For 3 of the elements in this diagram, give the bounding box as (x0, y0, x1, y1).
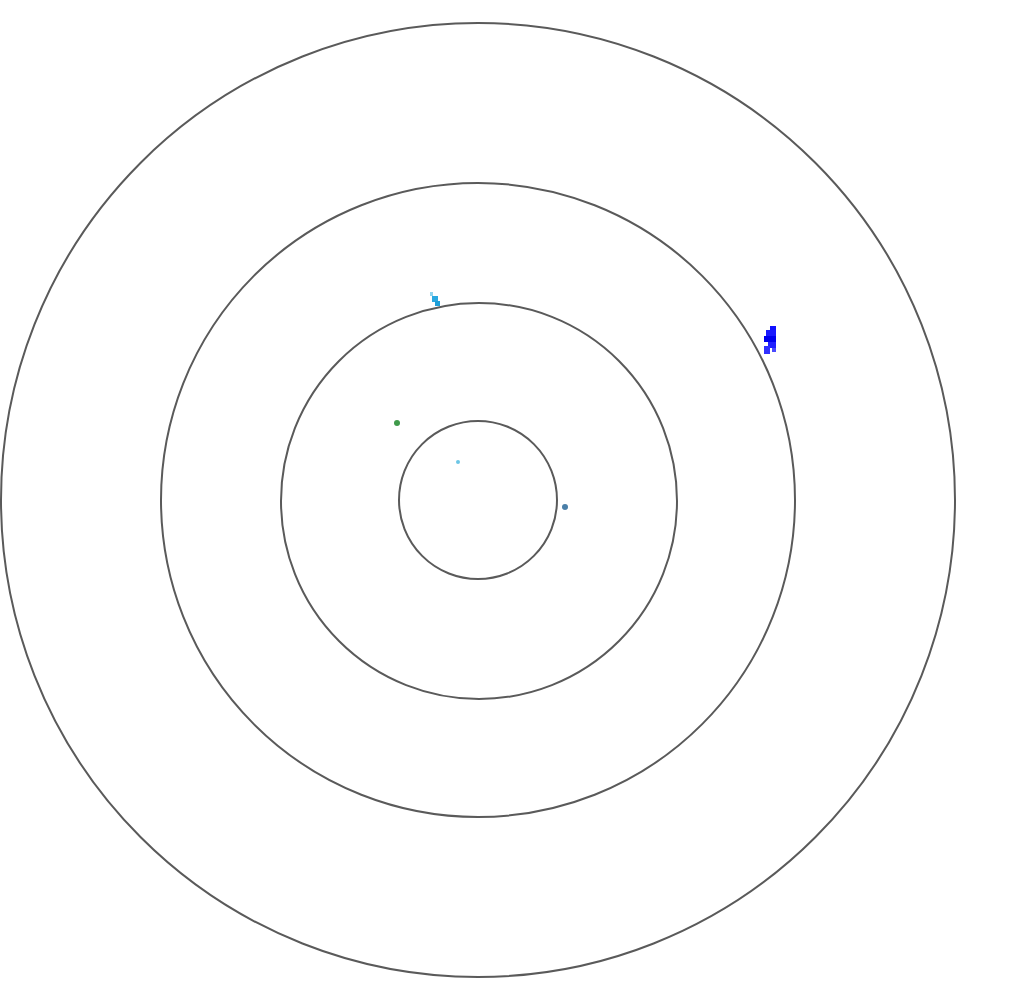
ring-outline (279, 301, 677, 699)
ring-outline (0, 22, 956, 978)
ring-outline (398, 420, 558, 580)
